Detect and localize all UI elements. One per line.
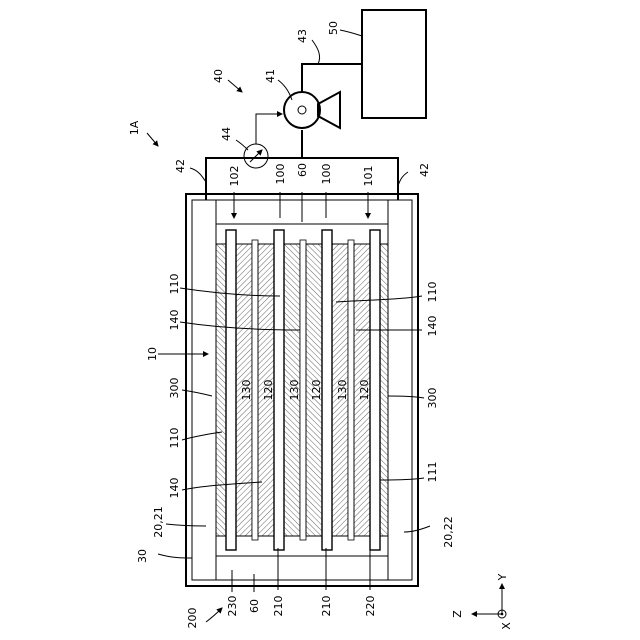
label-100-a: 100 — [274, 164, 287, 185]
label-120-c: 120 — [358, 380, 371, 401]
label-41: 41 — [264, 69, 277, 83]
axis-y-label: Y — [496, 573, 509, 581]
label-300-left: 300 — [168, 378, 181, 399]
label-42-right: 42 — [418, 163, 431, 177]
label-230: 230 — [226, 596, 239, 617]
label-200: 200 — [186, 608, 199, 629]
label-20-22: 20,22 — [442, 516, 455, 548]
axis-indicator: Y Z X — [451, 573, 513, 629]
label-43: 43 — [296, 29, 309, 43]
label-102: 102 — [228, 166, 241, 187]
label-10: 10 — [146, 347, 159, 361]
label-111: 111 — [426, 462, 439, 483]
label-300-right: 300 — [426, 388, 439, 409]
label-130-b: 130 — [288, 380, 301, 401]
label-60-bottom: 60 — [248, 599, 261, 613]
label-130-a: 130 — [240, 380, 253, 401]
label-42-left: 42 — [174, 159, 187, 173]
label-110-left-1: 110 — [168, 274, 181, 295]
axis-x-label: X — [500, 622, 513, 630]
label-110-left-2: 110 — [168, 428, 181, 449]
bottom-end-plate — [216, 556, 388, 580]
label-140-right: 140 — [426, 316, 439, 337]
label-140-left-2: 140 — [168, 478, 181, 499]
label-44: 44 — [220, 127, 233, 141]
label-120-b: 120 — [310, 380, 323, 401]
side-restraint-right — [388, 200, 412, 580]
label-110-right: 110 — [426, 282, 439, 303]
label-140-left-1: 140 — [168, 310, 181, 331]
label-220: 220 — [364, 596, 377, 617]
collector-110 — [226, 230, 236, 550]
label-1A: 1A — [128, 120, 141, 135]
electrode-layer-140 — [216, 244, 226, 536]
collector-110 — [274, 230, 284, 550]
label-20-21: 20,21 — [152, 506, 165, 538]
pipe-43 — [302, 64, 362, 158]
pump-41 — [284, 92, 340, 128]
label-50: 50 — [327, 21, 340, 35]
label-210-a: 210 — [272, 596, 285, 617]
label-100-b: 100 — [320, 164, 333, 185]
container-50 — [362, 10, 426, 118]
label-30: 30 — [136, 549, 149, 563]
electrode-layer-140 — [380, 244, 388, 536]
label-60-top: 60 — [296, 163, 309, 177]
collector-110 — [322, 230, 332, 550]
label-101: 101 — [362, 166, 375, 187]
side-restraint-left — [192, 200, 216, 580]
axis-z-label: Z — [451, 610, 464, 618]
label-210-b: 210 — [320, 596, 333, 617]
label-130-c: 130 — [336, 380, 349, 401]
gauge-44 — [244, 114, 282, 168]
label-40: 40 — [212, 69, 225, 83]
label-120-a: 120 — [262, 380, 275, 401]
collector-111 — [370, 230, 380, 550]
